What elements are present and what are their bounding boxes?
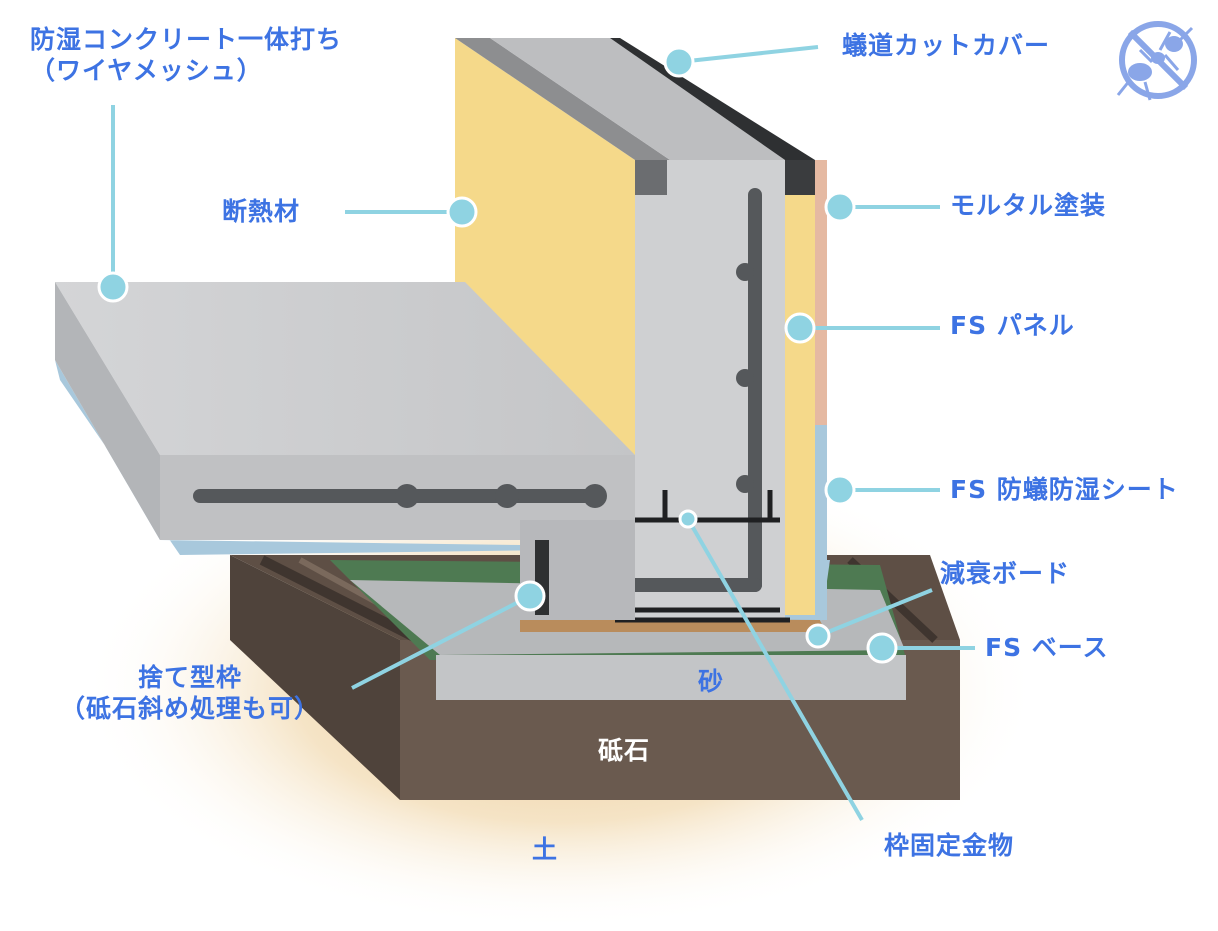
rebar-dot: [395, 484, 419, 508]
label-fs-sheet: FS 防蟻防湿シート: [950, 475, 1179, 504]
gravel-left-face: [230, 555, 400, 800]
label-formwork-line1: 捨て型枠: [137, 663, 242, 692]
insulation-top: [455, 38, 670, 160]
ant-cut-cover-top: [610, 38, 815, 160]
label-mortar-paint: モルタル塗装: [950, 191, 1107, 220]
leader-lines: [111, 45, 975, 822]
leader-dot-moisture-concrete: [97, 271, 129, 303]
leader-dot-frame-bracket: [678, 509, 698, 529]
leader-dot-fs-sheet: [824, 474, 856, 506]
no-ant-icon: [1116, 21, 1197, 101]
wall-concrete-top: [490, 38, 785, 160]
label-sand: 砂: [698, 667, 725, 696]
rebar-dot: [583, 484, 607, 508]
fs-sheet-layer: [815, 425, 827, 620]
rebar-dot: [495, 484, 519, 508]
label-moisture-concrete: 防湿コンクリート一体打ち （ワイヤメッシュ）: [30, 24, 342, 87]
leader-formwork: [351, 594, 531, 690]
leader-frame-bracket: [686, 517, 864, 822]
rebar-dot: [736, 369, 754, 387]
insulation-cap: [635, 160, 667, 195]
leader-dots: [97, 46, 898, 664]
leader-dot-fs-panel: [784, 312, 816, 344]
leader-dot-ant-cut-cover: [663, 46, 695, 78]
mortar-layer: [815, 160, 827, 425]
leader-dot-insulation: [446, 196, 478, 228]
fs-panel-strip: [785, 195, 815, 615]
leader-dot-damping-board: [805, 623, 831, 649]
slab-left-face: [55, 282, 160, 540]
leader-ant-cut-cover: [678, 45, 819, 64]
ant-cut-cover-cap: [785, 160, 815, 195]
leader-damping-board: [817, 588, 933, 638]
label-damping-board: 減衰ボード: [940, 559, 1071, 588]
label-fs-base: FS ベース: [985, 633, 1109, 662]
gravel-ridge: [259, 555, 423, 645]
label-moisture-concrete-line1: 防湿コンクリート一体打ち: [30, 25, 343, 54]
rebar-dot: [736, 263, 754, 281]
label-ant-cut-cover: 蟻道カットカバー: [842, 31, 1051, 60]
sand-front: [436, 655, 906, 700]
label-moisture-concrete-line2: （ワイヤメッシュ）: [30, 56, 263, 86]
label-frame-bracket: 枠固定金物: [884, 831, 1015, 860]
leader-dot-mortar: [824, 191, 856, 223]
label-gravel: 砥石: [598, 736, 651, 765]
label-formwork-line2: （砥石斜め処理も可）: [59, 694, 320, 724]
label-fs-panel: FS パネル: [950, 311, 1075, 340]
wall-concrete: [635, 160, 785, 620]
leader-dot-fs-base: [866, 632, 898, 664]
label-insulation: 断熱材: [222, 197, 301, 226]
slab-top: [55, 282, 635, 455]
rebar-dot: [736, 475, 754, 493]
label-soil: 土: [532, 835, 559, 864]
leader-dot-formwork: [514, 580, 546, 612]
label-formwork: 捨て型枠 （砥石斜め処理も可）: [30, 662, 350, 725]
